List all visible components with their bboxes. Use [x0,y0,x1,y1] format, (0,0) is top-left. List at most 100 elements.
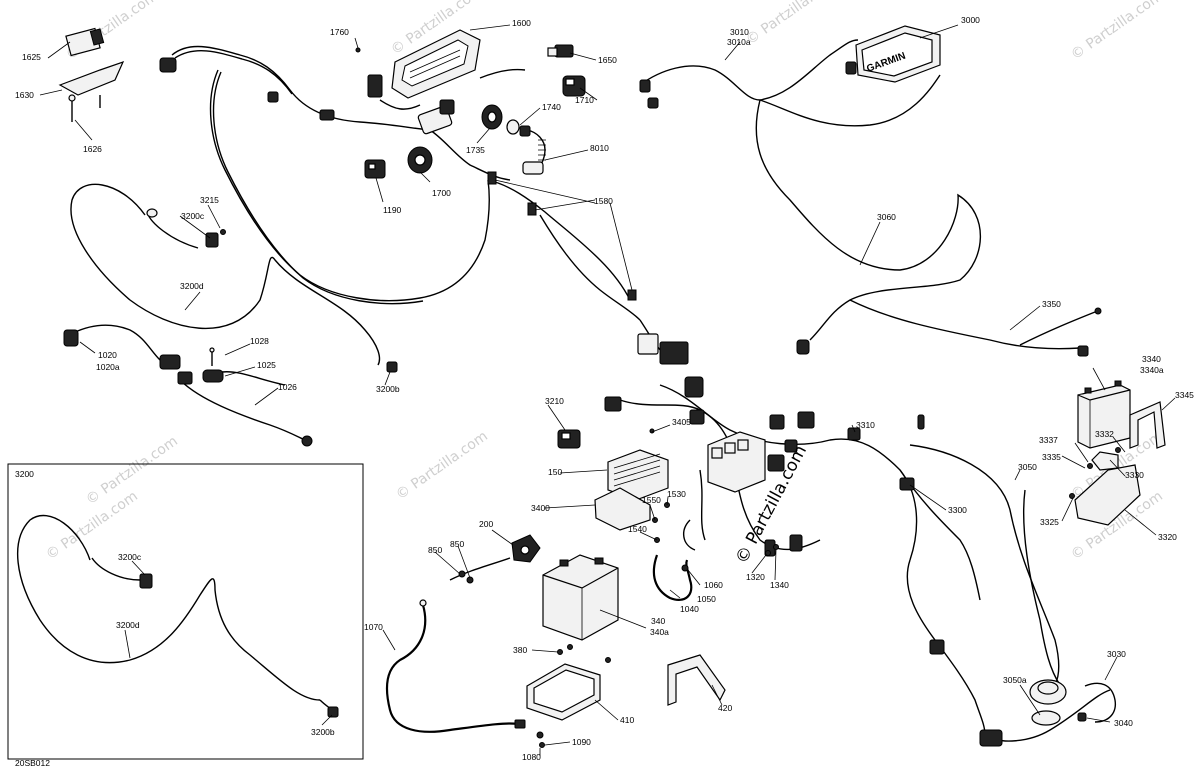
label-1580: 1580 [594,196,613,206]
label-3010a: 3010a [727,37,751,47]
label-1025: 1025 [257,360,276,370]
watermark-tiles: © Partzilla.com © Partzilla.com © Partzi… [43,0,1166,563]
label-1710: 1710 [575,95,594,105]
battery-3340 [1077,380,1131,449]
label-1700: 1700 [432,188,451,198]
watermark-tile: © Partzilla.com [743,0,841,48]
label-340a: 340a [650,627,669,637]
module-1625 [58,27,125,122]
connector-1760 [355,47,383,98]
label-1740: 1740 [542,102,561,112]
connector-3010 [639,79,659,109]
label-1630: 1630 [15,90,34,100]
inset-label-3200c: 3200c [118,552,142,562]
label-1625: 1625 [22,52,41,62]
label-1340: 1340 [770,580,789,590]
tray-410 [526,644,611,721]
label-200: 200 [479,519,493,529]
watermark-tile: © Partzilla.com [393,428,491,503]
bolts-1530 [652,502,670,543]
label-3000: 3000 [961,15,980,25]
inset-frame [7,463,364,760]
bracket-3400 [594,487,651,531]
label-3040: 3040 [1114,718,1133,728]
connector-3210 [557,429,581,449]
label-3400: 3400 [531,503,550,513]
label-1626: 1626 [83,144,102,154]
tray-3320 [1069,447,1141,526]
label-380: 380 [513,645,527,655]
label-1600: 1600 [512,18,531,28]
diagram-code: 20SB012 [15,758,50,768]
relay-200 [511,534,541,563]
garmin-unit-3000: GARMIN [845,25,941,83]
label-420: 420 [718,703,732,713]
label-1050: 1050 [697,594,716,604]
label-1320: 1320 [746,572,765,582]
label-3300: 3300 [948,505,967,515]
inset-label-3200d: 3200d [116,620,140,630]
label-3200d: 3200d [180,281,204,291]
connector-3350 [796,307,1102,357]
label-150: 150 [548,467,562,477]
callout-labels: 1600 1760 1650 1625 1630 1626 1710 1740 … [15,15,1194,762]
label-1080: 1080 [522,752,541,762]
label-3200b: 3200b [376,384,400,394]
label-3050a: 3050a [1003,675,1027,685]
sensor-1025 [202,347,224,383]
switch-1710 [562,75,586,97]
clip-3200c [146,208,226,248]
label-3340a: 3340a [1140,365,1164,375]
label-1650: 1650 [598,55,617,65]
label-3310: 3310 [856,420,875,430]
label-3350: 3350 [1042,299,1061,309]
label-1735: 1735 [466,145,485,155]
label-3210: 3210 [545,396,564,406]
label-3325: 3325 [1040,517,1059,527]
label-3060: 3060 [877,212,896,222]
connector-3300 [847,414,925,491]
label-1070: 1070 [364,622,383,632]
leader-lines [39,24,1176,756]
connector-1650 [547,44,574,58]
label-340: 340 [651,616,665,626]
label-1060: 1060 [704,580,723,590]
label-3320: 3320 [1158,532,1177,542]
label-1020: 1020 [98,350,117,360]
label-3200c: 3200c [181,211,205,221]
strap-3345 [1129,401,1166,449]
inset-label-3200b: 3200b [311,727,335,737]
connector-1700 [407,146,433,174]
label-8010: 8010 [590,143,609,153]
label-410: 410 [620,715,634,725]
strap-420 [667,654,726,706]
label-3335: 3335 [1042,452,1061,462]
label-1540: 1540 [628,524,647,534]
battery-340 [542,554,619,641]
mount-3050 [929,639,1117,747]
label-1026: 1026 [278,382,297,392]
label-3010: 3010 [730,27,749,37]
label-1550: 1550 [642,495,661,505]
label-1090: 1090 [572,737,591,747]
connector-1020 [63,329,193,385]
label-1760: 1760 [330,27,349,37]
label-3332: 3332 [1095,429,1114,439]
watermark-tile: © Partzilla.com [1068,0,1166,63]
label-3215: 3215 [200,195,219,205]
connector-1190 [364,159,386,179]
main-harness [171,45,663,353]
label-1028: 1028 [250,336,269,346]
label-3340: 3340 [1142,354,1161,364]
regulator-150 [607,428,669,501]
label-3337: 3337 [1039,435,1058,445]
cable-8010 [506,119,546,175]
fuse-box [604,376,815,557]
label-3345: 3345 [1175,390,1194,400]
label-850b: 850 [450,539,464,549]
label-1020a: 1020a [96,362,120,372]
bolts-1060 [681,544,779,572]
bolts-1090 [419,599,545,748]
